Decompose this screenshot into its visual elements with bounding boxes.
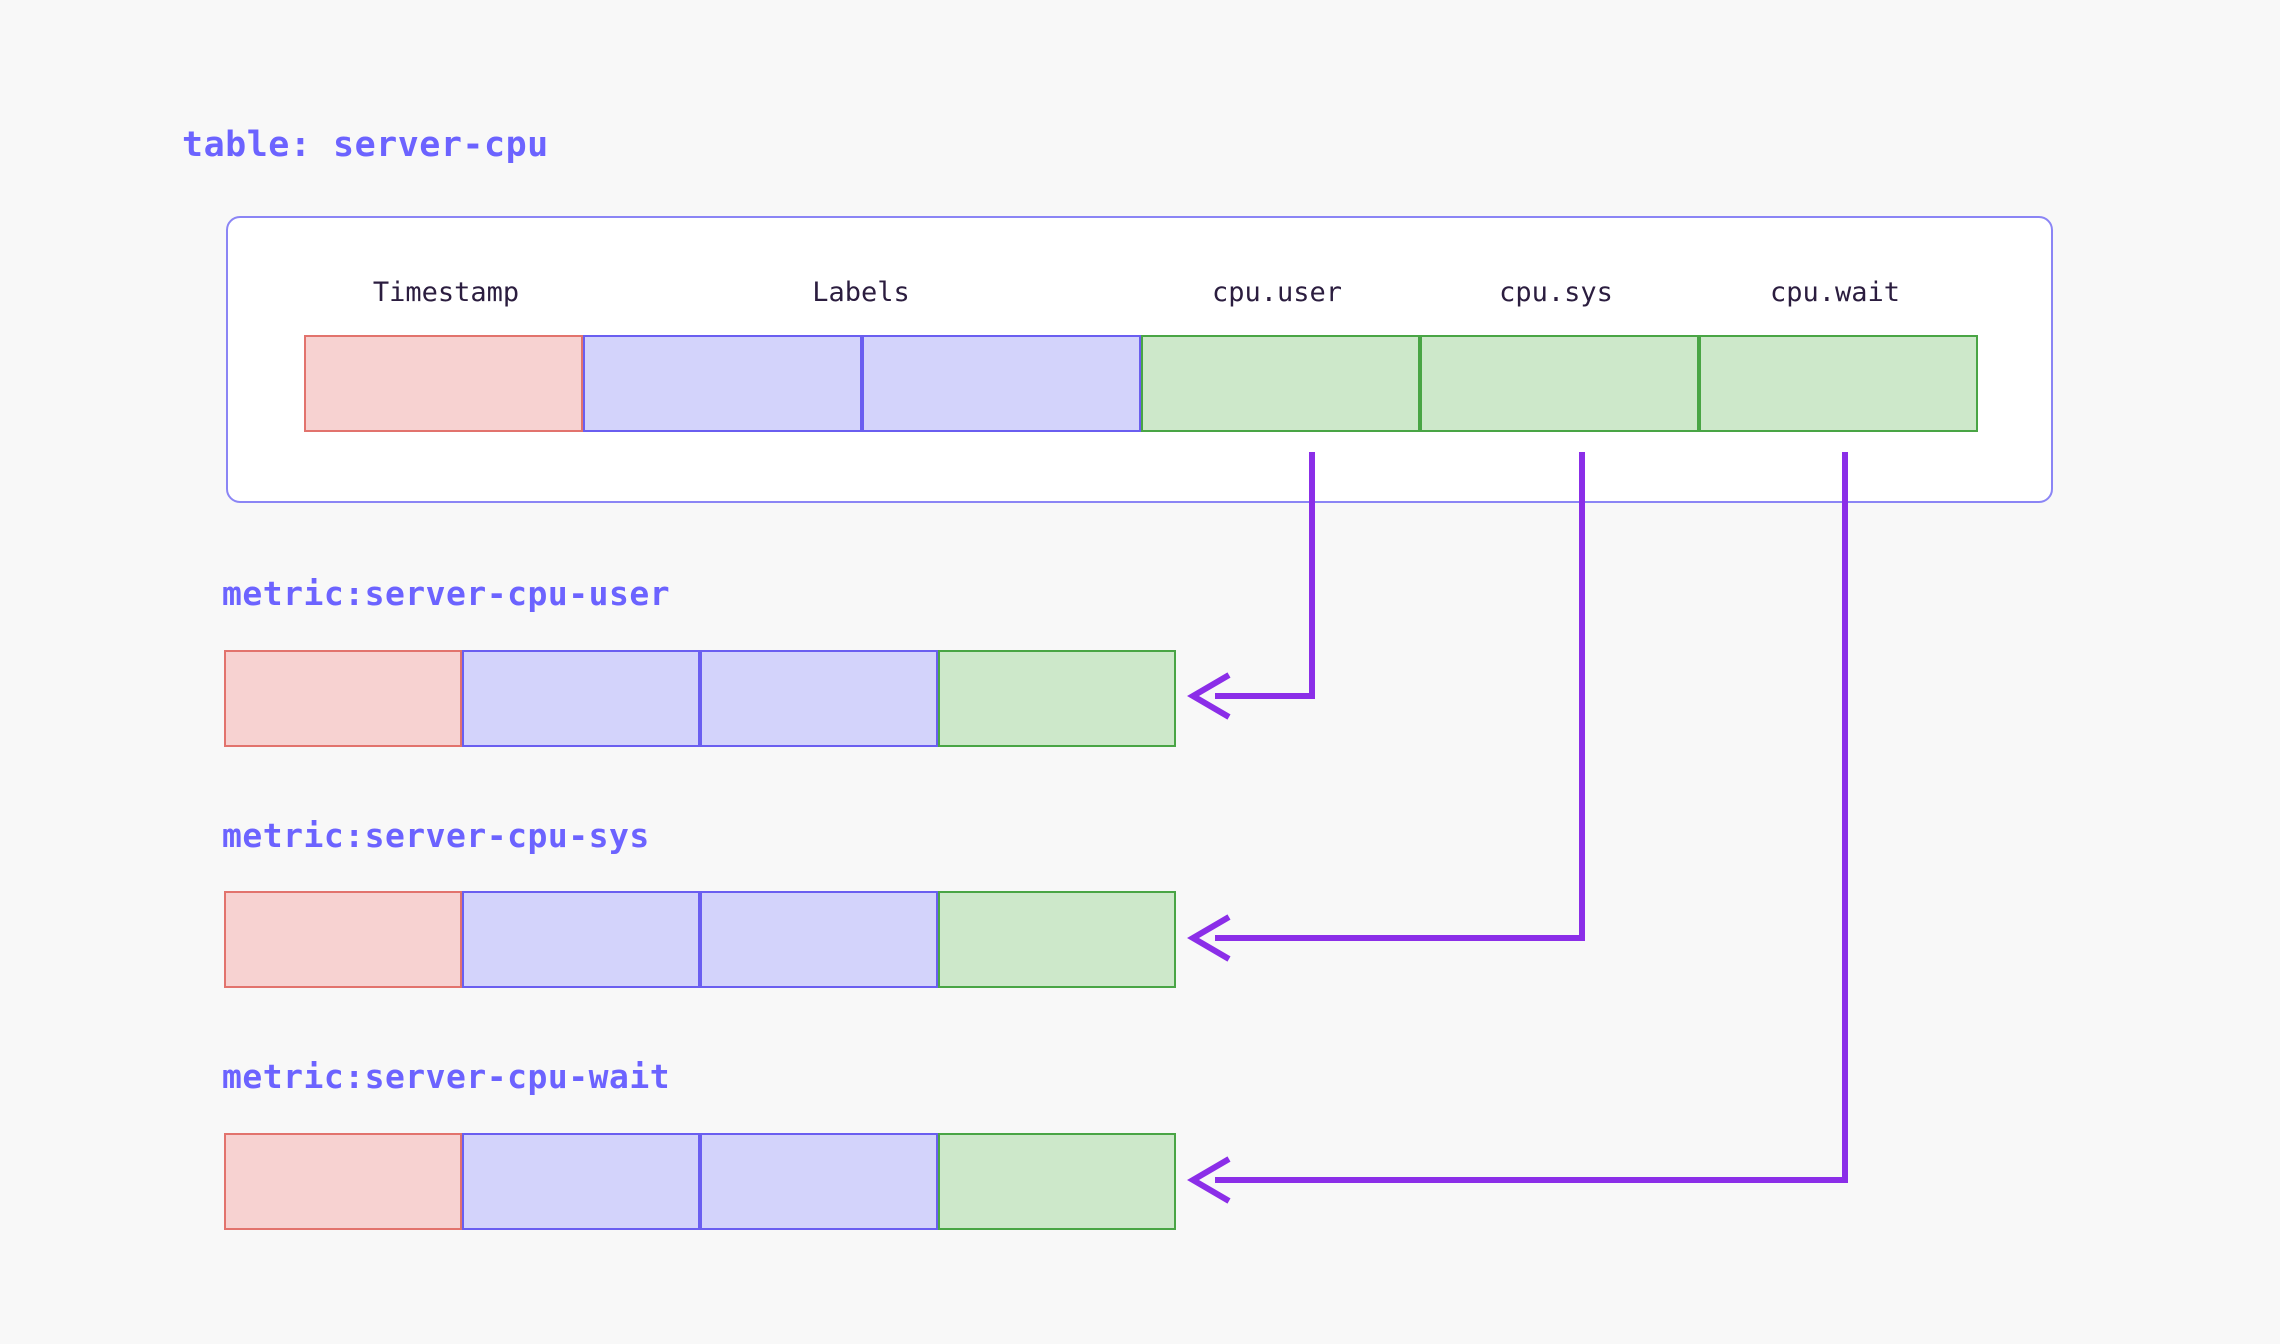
arrowhead <box>1187 672 1231 720</box>
table-cell-1 <box>583 335 862 432</box>
column-header-timestamp: Timestamp <box>372 277 520 308</box>
table-cell-4 <box>1420 335 1699 432</box>
metric-2-cell-1 <box>462 1133 700 1230</box>
table-cell-2 <box>862 335 1141 432</box>
metric-1-cell-1 <box>462 891 700 988</box>
metric-1-cell-0 <box>224 891 462 988</box>
arrowhead <box>1187 914 1231 962</box>
table-cell-3 <box>1141 335 1420 432</box>
column-header-labels: Labels <box>812 277 910 308</box>
metric-0-cell-0 <box>224 650 462 747</box>
column-header-cpu-sys: cpu.sys <box>1499 277 1613 308</box>
column-header-cpu-wait: cpu.wait <box>1769 277 1901 308</box>
metric-title-server-cpu-wait: metric:server-cpu-wait <box>222 1057 671 1096</box>
table-cell-0 <box>304 335 583 432</box>
table-title: table: server-cpu <box>182 125 549 165</box>
arrowhead <box>1187 1156 1231 1204</box>
metric-0-cell-3 <box>938 650 1176 747</box>
metric-title-server-cpu-sys: metric:server-cpu-sys <box>222 816 650 855</box>
metric-2-cell-3 <box>938 1133 1176 1230</box>
metric-2-cell-0 <box>224 1133 462 1230</box>
metric-0-cell-1 <box>462 650 700 747</box>
cpu-sys-to-metric <box>1187 452 1585 962</box>
metric-title-server-cpu-user: metric:server-cpu-user <box>222 574 671 613</box>
column-header-cpu-user: cpu.user <box>1211 277 1343 308</box>
table-cell-5 <box>1699 335 1978 432</box>
cpu-wait-to-metric <box>1187 452 1848 1204</box>
metric-2-cell-2 <box>700 1133 938 1230</box>
metric-1-cell-2 <box>700 891 938 988</box>
metric-0-cell-2 <box>700 650 938 747</box>
metric-1-cell-3 <box>938 891 1176 988</box>
